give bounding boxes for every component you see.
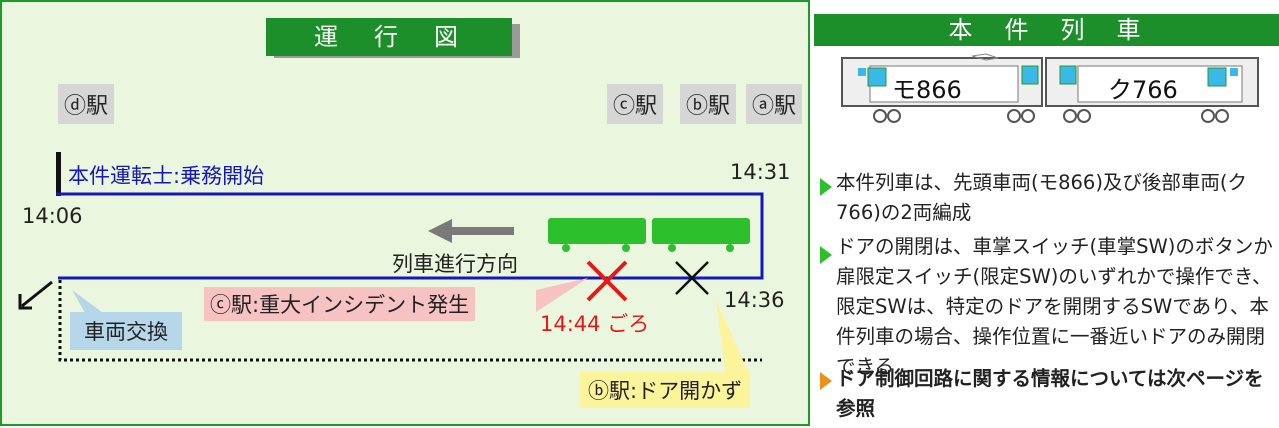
car1-label: モ866 <box>892 76 962 104</box>
door-callout-tail <box>716 300 750 376</box>
route-line <box>56 192 764 280</box>
driver-start-bar <box>56 152 61 196</box>
operation-diagram-panel <box>0 0 810 426</box>
time-1406: 14:06 <box>22 204 83 228</box>
time-1431: 14:31 <box>730 160 791 184</box>
station-b: ⓑ駅 <box>680 84 737 124</box>
train-car-1 <box>548 218 646 244</box>
car2-label: ク766 <box>1108 76 1178 104</box>
incident-time: 14:44 ごろ <box>540 312 650 336</box>
bullet-1-icon <box>820 178 832 196</box>
train-car-2 <box>652 218 750 244</box>
bullet-2-icon <box>820 246 832 264</box>
route-diagram <box>18 152 764 376</box>
exchange-arrow <box>21 280 53 308</box>
bullet-3-text: ドア制御回路に関する情報については次ページを参照 <box>836 367 1264 420</box>
exchange-callout-tail <box>72 290 110 318</box>
bullet-1-text: 本件列車は、先頭車両(モ866)及び後部車両(ク766)の2両編成 <box>836 171 1248 224</box>
bullet-3-icon <box>820 372 832 390</box>
door-x-2 <box>675 261 709 295</box>
exchange-dotted-line <box>58 280 762 362</box>
diagram-title: 運 行 図 <box>266 18 512 56</box>
incident-x-2 <box>586 260 628 302</box>
time-1436: 14:36 <box>724 288 785 312</box>
incident-callout: ⓒ駅:重大インシデント発生 <box>204 287 476 321</box>
bullet-2-text: ドアの開閉は、車掌スイッチ(車掌SW)のボタンか扉限定スイッチ(限定SW)のいず… <box>836 235 1273 378</box>
train-illustration <box>841 53 1259 123</box>
exchange-callout: 車両交換 <box>70 312 182 350</box>
door-fail-callout: ⓑ駅:ドア開かず <box>580 372 751 408</box>
station-c: ⓒ駅 <box>607 84 664 124</box>
direction-arrow-head <box>428 219 452 243</box>
incident-callout-tail <box>536 278 588 312</box>
train-title: 本 件 列 車 <box>814 14 1279 46</box>
direction-label: 列車進行方向 <box>392 252 518 276</box>
station-d: ⓓ駅 <box>58 84 115 124</box>
station-a: ⓐ駅 <box>746 84 803 124</box>
driver-start-label: 本件運転士:乗務開始 <box>68 164 265 188</box>
direction-arrow-shaft <box>448 227 514 235</box>
exchange-arrow-head <box>18 294 32 310</box>
